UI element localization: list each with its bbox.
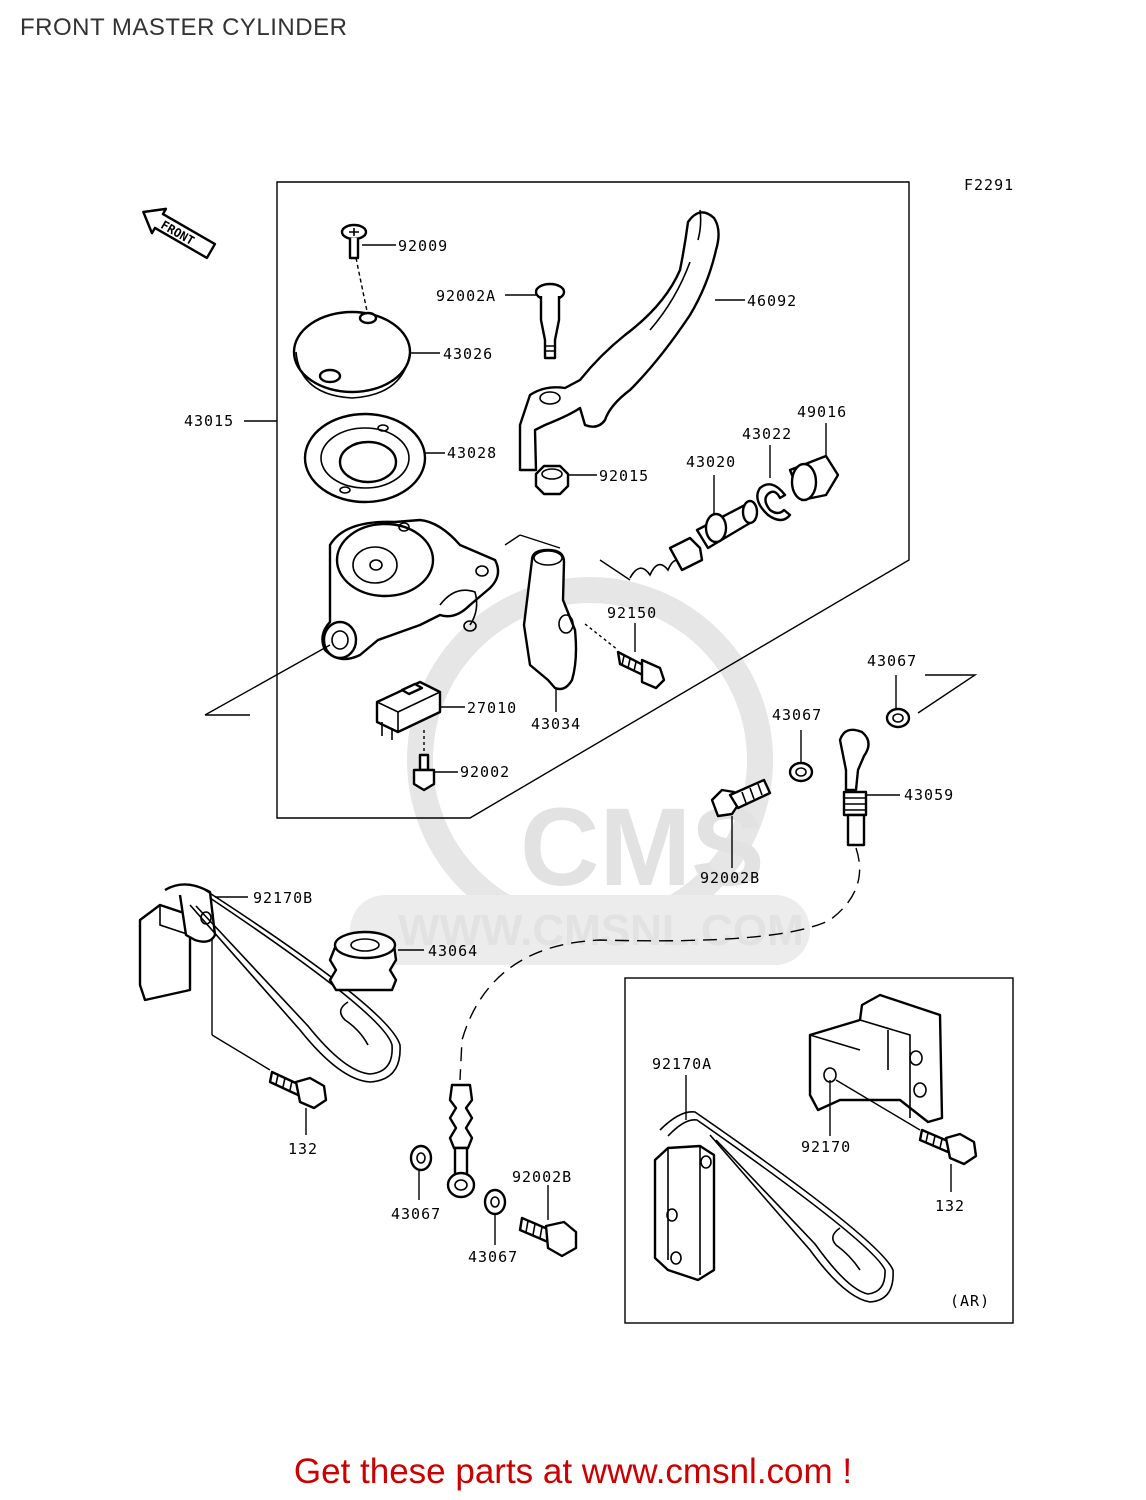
- washer-43067-lower-left: [409, 1144, 433, 1200]
- callout-43067-b: 43067: [772, 706, 822, 724]
- front-arrow-icon: FRONT: [142, 207, 217, 260]
- callout-27010: 27010: [467, 699, 517, 717]
- page-title: FRONT MASTER CYLINDER: [20, 14, 348, 41]
- callout-92170: 92170: [801, 1138, 851, 1156]
- brake-lever-46092: [518, 209, 745, 472]
- callout-43028: 43028: [447, 444, 497, 462]
- bolt-132-right: [918, 1128, 978, 1192]
- screw-92002: [412, 730, 458, 792]
- callout-43059: 43059: [904, 786, 954, 804]
- grommet-43064: [328, 930, 424, 992]
- washer-43067-lower-right: [483, 1188, 507, 1245]
- call-to-action-link[interactable]: Get these parts at www.cmsnl.com !: [293, 1452, 853, 1491]
- callout-92015: 92015: [599, 467, 649, 485]
- callout-92002A: 92002A: [436, 287, 496, 305]
- circlip-43022: [756, 445, 792, 522]
- piston-assembly-43020: [504, 475, 759, 581]
- bolt-92002B-lower: [518, 1185, 578, 1258]
- brake-switch-27010: [375, 680, 465, 740]
- figure-code: F2291: [964, 176, 1014, 194]
- washer-43067-upper: [885, 674, 978, 729]
- washer-43067-mid: [788, 730, 814, 783]
- callout-43015: 43015: [184, 412, 234, 430]
- callout-43022: 43022: [742, 425, 792, 443]
- callout-43067-d: 43067: [468, 1248, 518, 1266]
- callout-43067-c: 43067: [391, 1205, 441, 1223]
- callout-43020: 43020: [686, 453, 736, 471]
- dust-boot-49016: [788, 423, 840, 502]
- callout-92170A: 92170A: [652, 1055, 712, 1073]
- callout-92002B-a: 92002B: [700, 869, 760, 887]
- clamp-43034: [522, 548, 578, 712]
- reservoir-cap-43026: [292, 310, 440, 399]
- callout-46092: 46092: [747, 292, 797, 310]
- nut-92015: [534, 464, 597, 496]
- callout-132-a: 132: [288, 1140, 318, 1158]
- master-cylinder-body: [204, 518, 500, 716]
- bolt-132-left: [268, 1070, 328, 1135]
- watermark-url-text: WWW.CMSNL.COM: [398, 906, 804, 955]
- pivot-bolt-92002A: [505, 282, 566, 360]
- alt-variant-frame: [624, 977, 1014, 1324]
- screw-92009: [340, 223, 396, 317]
- callout-92002: 92002: [460, 763, 510, 781]
- callout-43026: 43026: [443, 345, 493, 363]
- callout-49016: 49016: [797, 403, 847, 421]
- callout-92170B: 92170B: [253, 889, 313, 907]
- brake-hose-43059: [459, 728, 900, 1081]
- bracket-92170A: [653, 1075, 894, 1303]
- alt-variant-label: (AR): [950, 1292, 990, 1310]
- diaphragm-43028: [303, 412, 445, 504]
- bracket-92170: [808, 993, 944, 1136]
- callout-43034: 43034: [531, 715, 581, 733]
- callout-43064: 43064: [428, 942, 478, 960]
- banjo-fitting-lower: [446, 1083, 476, 1199]
- callout-43067-a: 43067: [867, 652, 917, 670]
- callout-92002B-b: 92002B: [512, 1168, 572, 1186]
- bracket-92170B: [138, 883, 401, 1083]
- callout-92150: 92150: [607, 604, 657, 622]
- main-assembly-frame: [276, 181, 910, 819]
- bolt-92150: [584, 623, 666, 690]
- callout-92009: 92009: [398, 237, 448, 255]
- callout-132-b: 132: [935, 1197, 965, 1215]
- bolt-92002B-upper: [710, 778, 772, 868]
